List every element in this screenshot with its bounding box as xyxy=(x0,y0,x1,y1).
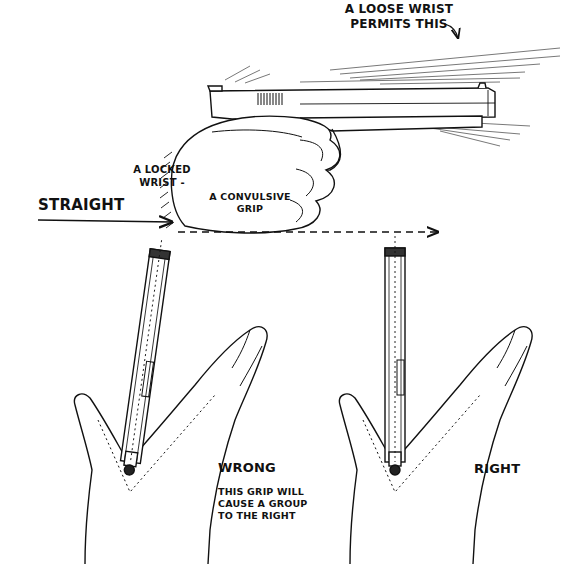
hand-outline xyxy=(171,116,339,233)
annotation-label: WRONG xyxy=(218,460,308,476)
motion-line xyxy=(300,48,560,84)
wrist-hatching xyxy=(160,152,174,228)
hand-outline xyxy=(74,327,267,564)
finger-lines xyxy=(232,330,262,386)
right-grip-view xyxy=(339,236,532,564)
pistol-top-view xyxy=(385,236,405,475)
pistol-slide xyxy=(385,248,405,462)
motion-line xyxy=(225,66,270,83)
pistol-slide xyxy=(210,88,495,119)
finger-lines xyxy=(497,330,527,386)
pistol-top-view xyxy=(119,239,172,476)
straight-arrow xyxy=(38,220,172,222)
annotation-label: STRAIGHT xyxy=(38,196,168,215)
annotation-label: A LOCKED WRIST - xyxy=(126,164,198,189)
sight-line xyxy=(395,236,396,462)
slide-line xyxy=(300,103,495,104)
hand-outline xyxy=(339,327,532,564)
muzzle xyxy=(149,249,170,260)
annotation-label: RIGHT xyxy=(474,461,554,477)
hammer xyxy=(124,464,135,475)
hand-top-view xyxy=(339,327,532,564)
rear-sight xyxy=(389,452,401,466)
annotation-label: A LOOSE WRIST PERMITS THIS xyxy=(340,2,458,32)
line-of-fire xyxy=(178,231,438,232)
annotation-label: THIS GRIP WILL CAUSE A GROUP TO THE RIGH… xyxy=(218,486,310,522)
grip-v-line xyxy=(98,395,215,492)
muzzle-line xyxy=(488,90,489,116)
grip-v-line xyxy=(363,395,480,492)
rear-sight xyxy=(208,86,222,91)
annotation-label: A CONVULSIVE GRIP xyxy=(204,191,296,215)
hand-top-view xyxy=(74,327,267,564)
sight-line xyxy=(130,240,161,462)
front-sight xyxy=(478,83,486,88)
thumb-line xyxy=(212,130,302,137)
ejection-port xyxy=(142,361,154,397)
finger-lines xyxy=(290,140,323,222)
hammer xyxy=(390,465,400,475)
slide-serrations xyxy=(258,93,282,105)
ejection-port xyxy=(397,360,404,395)
